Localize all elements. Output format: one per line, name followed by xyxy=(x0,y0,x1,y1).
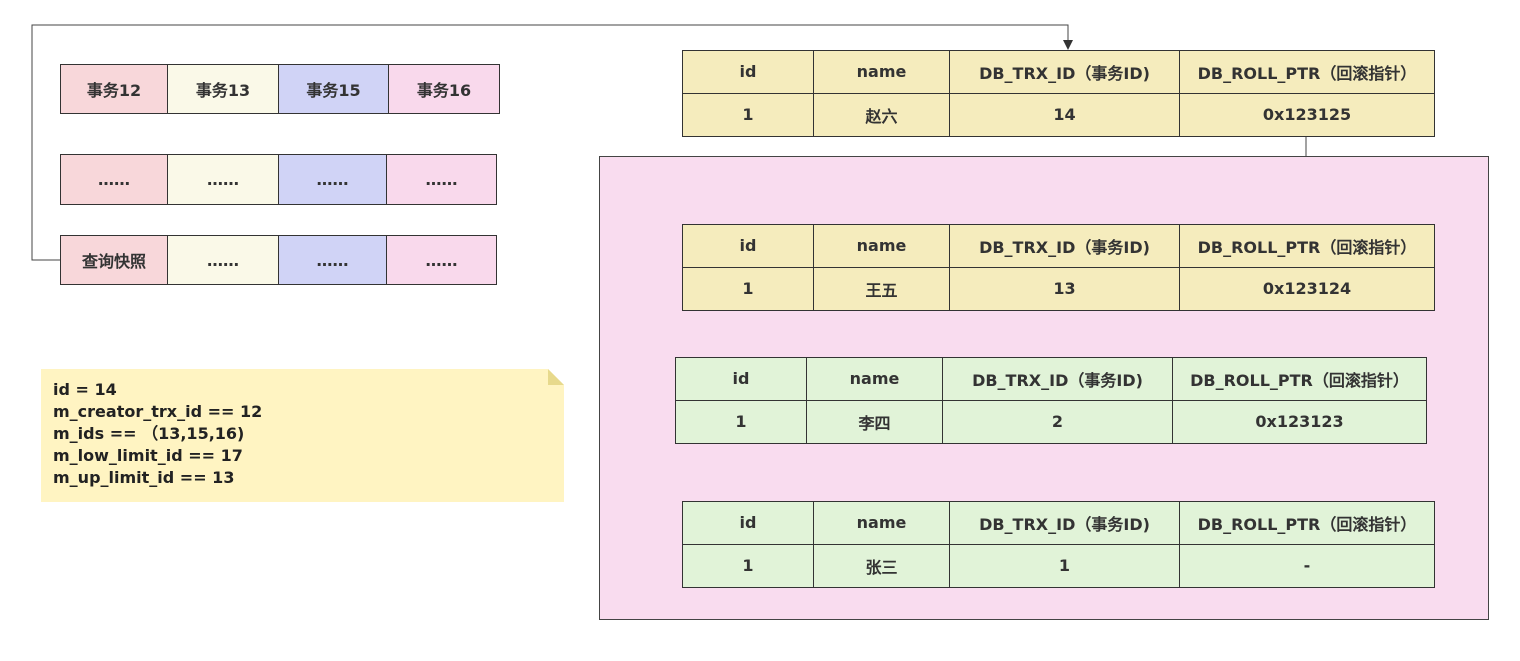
transaction-cell: …… xyxy=(387,236,496,284)
query-snapshot-cell: 查询快照 xyxy=(61,236,168,284)
record-value-row: 1 王五 13 0x123124 xyxy=(683,267,1434,310)
header-id: id xyxy=(683,51,814,93)
read-view-note: id = 14 m_creator_trx_id == 12 m_ids == … xyxy=(41,369,564,502)
header-id: id xyxy=(683,225,814,267)
header-roll-ptr: DB_ROLL_PTR（回滚指针） xyxy=(1197,237,1417,257)
value-id: 1 xyxy=(683,544,814,587)
header-name: name xyxy=(807,358,943,400)
value-trx-id: 1 xyxy=(950,544,1180,587)
record-value-row: 1 张三 1 - xyxy=(683,544,1434,587)
value-roll-ptr: - xyxy=(1303,556,1311,576)
value-trx-id: 14 xyxy=(950,93,1180,136)
snapshot-to-latest-record-arrow xyxy=(31,24,1073,261)
record-header-row: id name DB_TRX_ID（事务ID) DB_ROLL_PTR（回滚指针… xyxy=(683,51,1434,94)
record-header-row: id name DB_TRX_ID（事务ID) DB_ROLL_PTR（回滚指针… xyxy=(683,502,1434,545)
header-id: id xyxy=(683,502,814,544)
value-name: 赵六 xyxy=(814,93,950,136)
transaction-row-2: …… …… …… …… xyxy=(60,154,497,205)
value-name: 王五 xyxy=(814,267,950,310)
transaction-row-3: 查询快照 …… …… …… xyxy=(60,235,497,285)
undo-record-1: id name DB_TRX_ID（事务ID) DB_ROLL_PTR（回滚指针… xyxy=(682,224,1435,311)
header-roll-ptr: DB_ROLL_PTR（回滚指针） xyxy=(1197,63,1417,83)
undo-record-3: id name DB_TRX_ID（事务ID) DB_ROLL_PTR（回滚指针… xyxy=(682,501,1435,588)
note-line: m_up_limit_id == 13 xyxy=(53,468,235,487)
header-trx-id: DB_TRX_ID（事务ID) xyxy=(950,502,1180,544)
note-line: id = 14 xyxy=(53,380,117,399)
transaction-cell: …… xyxy=(168,236,279,284)
header-trx-id: DB_TRX_ID（事务ID) xyxy=(950,225,1180,267)
value-name: 张三 xyxy=(814,544,950,587)
header-name: name xyxy=(814,502,950,544)
value-roll-ptr: 0x123123 xyxy=(1255,412,1344,432)
transaction-cell: …… xyxy=(61,155,168,204)
header-id: id xyxy=(676,358,807,400)
transaction-cell: 事务12 xyxy=(61,65,168,113)
header-name: name xyxy=(814,51,950,93)
record-header-row: id name DB_TRX_ID（事务ID) DB_ROLL_PTR（回滚指针… xyxy=(676,358,1426,401)
value-trx-id: 13 xyxy=(950,267,1180,310)
transaction-cell: …… xyxy=(387,155,496,204)
value-roll-ptr: 0x123125 xyxy=(1262,105,1352,125)
value-id: 1 xyxy=(683,267,814,310)
header-trx-id: DB_TRX_ID（事务ID) xyxy=(950,51,1180,93)
transaction-cell: 事务13 xyxy=(168,65,279,113)
current-record: id name DB_TRX_ID（事务ID) DB_ROLL_PTR（回滚指针… xyxy=(682,50,1435,137)
note-line: m_creator_trx_id == 12 xyxy=(53,402,263,421)
value-id: 1 xyxy=(683,93,814,136)
transaction-cell: 事务15 xyxy=(279,65,389,113)
transaction-cell: …… xyxy=(279,236,387,284)
header-trx-id: DB_TRX_ID（事务ID) xyxy=(943,358,1173,400)
undo-record-2: id name DB_TRX_ID（事务ID) DB_ROLL_PTR（回滚指针… xyxy=(675,357,1427,444)
value-name: 李四 xyxy=(807,400,943,443)
header-name: name xyxy=(814,225,950,267)
record-value-row: 1 赵六 14 0x123125 xyxy=(683,93,1434,136)
record-value-row: 1 李四 2 0x123123 xyxy=(676,400,1426,443)
transaction-cell: …… xyxy=(279,155,387,204)
note-line: m_ids == （13,15,16) xyxy=(53,424,245,443)
note-line: m_low_limit_id == 17 xyxy=(53,446,243,465)
transaction-cell: …… xyxy=(168,155,279,204)
value-trx-id: 2 xyxy=(943,400,1173,443)
record-header-row: id name DB_TRX_ID（事务ID) DB_ROLL_PTR（回滚指针… xyxy=(683,225,1434,268)
value-roll-ptr: 0x123124 xyxy=(1262,279,1352,299)
value-id: 1 xyxy=(676,400,807,443)
transaction-row-1: 事务12 事务13 事务15 事务16 xyxy=(60,64,500,114)
transaction-cell: 事务16 xyxy=(389,65,499,113)
header-roll-ptr: DB_ROLL_PTR（回滚指针） xyxy=(1190,370,1409,390)
header-roll-ptr: DB_ROLL_PTR（回滚指针） xyxy=(1197,514,1417,534)
